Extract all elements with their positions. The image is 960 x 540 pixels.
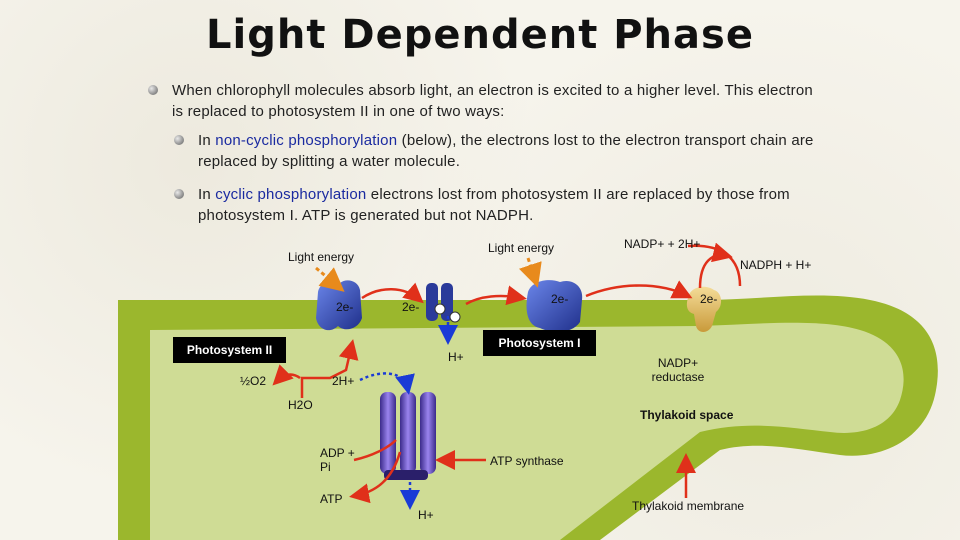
bullet-cyclic: In cyclic phosphorylation electrons lost… xyxy=(174,184,828,226)
term-cyclic: cyclic phosphorylation xyxy=(215,186,367,203)
label-nadph-out: NADPH + H+ xyxy=(740,258,812,272)
label-half-o2: ½O2 xyxy=(240,374,267,388)
nadph-arrow-out xyxy=(698,242,733,289)
label-light-energy-left: Light energy xyxy=(288,250,355,264)
label-atp: ATP xyxy=(320,492,343,506)
label-h-plus-bottom: H+ xyxy=(418,508,434,522)
atp-synthase-protein xyxy=(380,392,436,480)
light-arrow-ps1 xyxy=(518,257,542,288)
label-nadp-reductase: NADP+ reductase xyxy=(651,356,705,384)
bullet-noncyclic-post: (below), the electrons lost to the elect… xyxy=(198,132,814,170)
atp-arrow xyxy=(349,451,402,504)
water-o2-arrow xyxy=(272,364,301,386)
label-photosystem-ii: Photosystem II xyxy=(173,337,286,363)
label-e-mid: 2e- xyxy=(402,300,420,314)
label-light-energy-right: Light energy xyxy=(488,241,555,255)
bullet-list: When chlorophyll molecules absorb light,… xyxy=(148,80,828,226)
bullet-main: When chlorophyll molecules absorb light,… xyxy=(148,80,828,122)
bullet-cyclic-post: electrons lost from photosystem II are r… xyxy=(198,186,790,224)
cytochrome-complex xyxy=(426,283,461,323)
label-two-h-plus: 2H+ xyxy=(332,374,355,388)
electron-arrow-ps2-out xyxy=(361,282,424,304)
electron-arrow-mid xyxy=(465,285,527,306)
thylakoid-lumen xyxy=(150,322,904,540)
label-nadp-in: NADP+ + 2H+ xyxy=(624,237,701,251)
label-thylakoid-membrane: Thylakoid membrane xyxy=(632,499,745,513)
bullet-noncyclic: In non-cyclic phosphorylation (below), t… xyxy=(174,130,828,172)
page-title: Light Dependent Phase xyxy=(206,12,754,58)
photosystem-ii-protein xyxy=(316,280,362,331)
nadp-reductase-protein xyxy=(686,286,722,332)
bullet-dot-icon xyxy=(174,135,184,145)
adp-arrow xyxy=(353,439,397,462)
bullet-dot-icon xyxy=(148,85,158,95)
label-photosystem-i: Photosystem I xyxy=(483,330,596,356)
electron-arrow-ps1-out xyxy=(585,280,693,299)
proton-arrow-lumen xyxy=(359,372,415,395)
label-adp-pi: ADP + Pi xyxy=(320,446,355,474)
light-arrow-ps2 xyxy=(315,266,345,292)
label-thylakoid-space: Thylakoid space xyxy=(640,408,734,422)
water-split-arrow xyxy=(300,339,359,398)
label-atp-synthase: ATP synthase xyxy=(490,454,564,468)
label-h2o: H2O xyxy=(288,398,313,412)
label-e-reductase: 2e- xyxy=(700,292,718,306)
bullet-main-text: When chlorophyll molecules absorb light,… xyxy=(172,82,813,120)
bullet-dot-icon xyxy=(174,189,184,199)
label-e-ps1: 2e- xyxy=(551,292,569,306)
term-noncyclic: non-cyclic phosphorylation xyxy=(215,132,398,149)
nadph-arrow xyxy=(687,244,742,287)
label-h-plus-mid: H+ xyxy=(448,350,464,364)
label-e-ps2: 2e- xyxy=(336,300,354,314)
bullet-noncyclic-pre: In xyxy=(198,132,216,149)
photosystem-i-protein xyxy=(526,280,583,332)
bullet-cyclic-pre: In xyxy=(198,186,216,203)
